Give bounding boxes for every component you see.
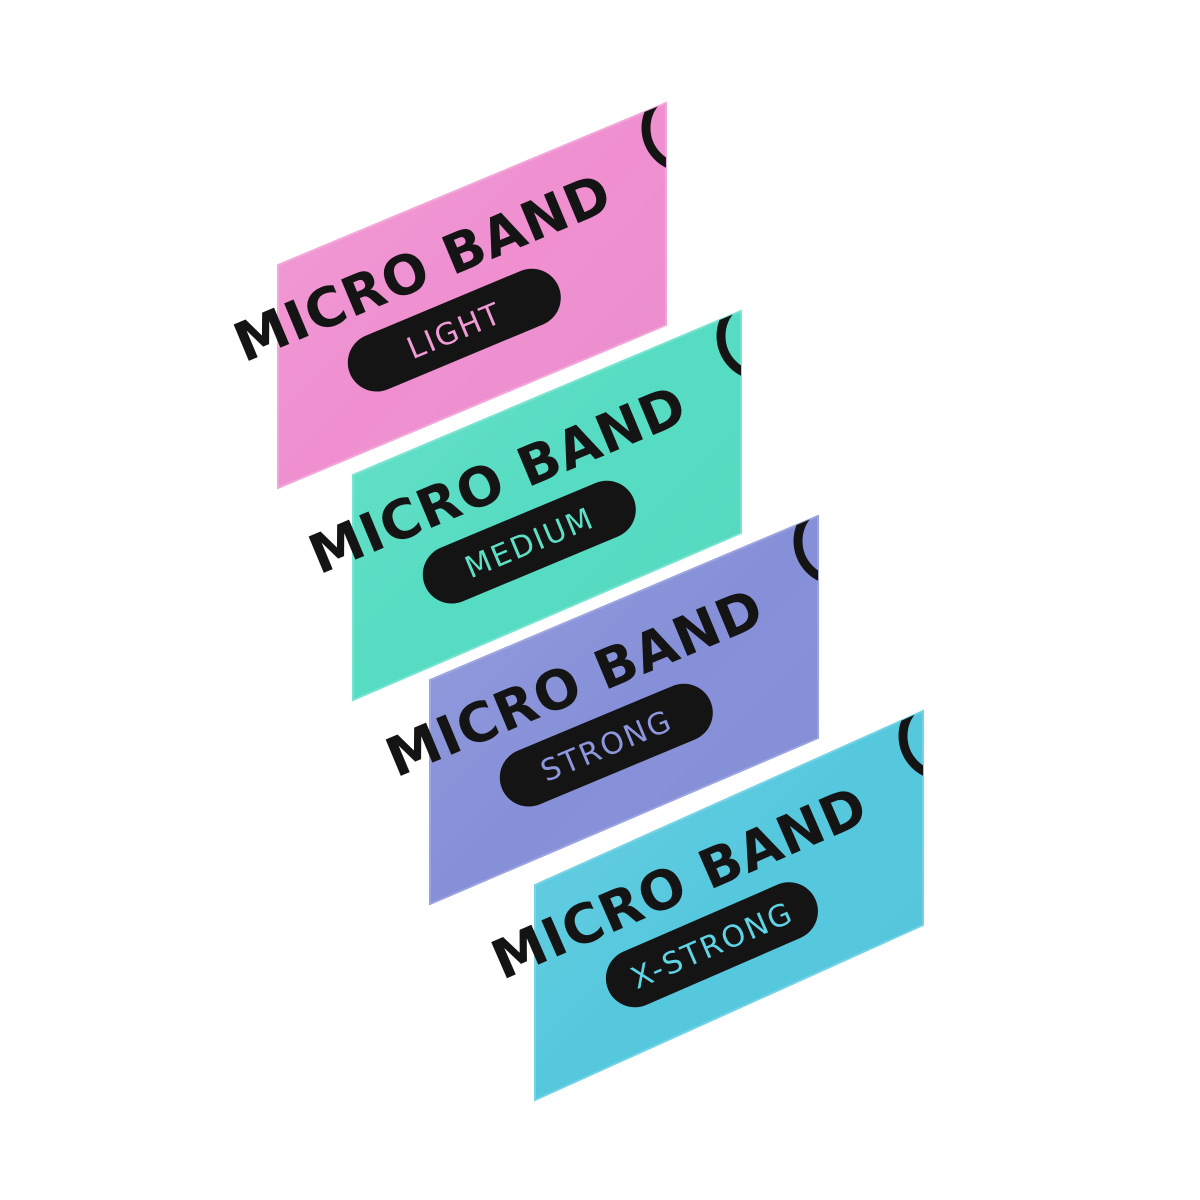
circle-logo-icon: [898, 711, 923, 781]
band-strong: MICRO BAND STRONG: [377, 514, 819, 906]
band-x-strong: MICRO BAND X-STRONG: [482, 709, 924, 1102]
band-medium-level-pill: [422, 480, 636, 604]
band-x-strong-level-pill: [605, 882, 818, 1008]
band-strong-level-pill: [499, 683, 713, 807]
circle-logo-icon: [793, 516, 818, 586]
band-light-level-pill: [347, 268, 561, 392]
circle-logo-icon: [641, 103, 666, 173]
circle-logo-icon: [716, 311, 741, 381]
